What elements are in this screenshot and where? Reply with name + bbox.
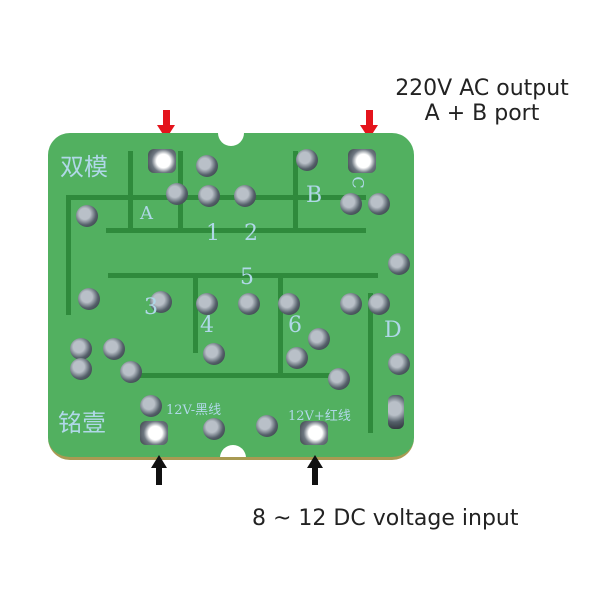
- trace-gap: [66, 195, 71, 315]
- silk-label-a: A: [140, 203, 153, 224]
- silk-pos-wire: 12V+红线: [288, 409, 351, 424]
- solder-pad: [76, 205, 98, 227]
- solder-pad: [196, 155, 218, 177]
- silk-neg-wire: 12V-黑线: [166, 403, 222, 418]
- silk-bottom-left: 铭壹: [58, 409, 106, 437]
- output-pad-b: [348, 149, 376, 173]
- output-arrow-a-stem: [163, 110, 170, 126]
- solder-pad: [388, 395, 404, 429]
- solder-pad: [368, 193, 390, 215]
- solder-pad: [203, 343, 225, 365]
- solder-pad: [120, 361, 142, 383]
- input-arrow-pos-stem: [312, 467, 318, 485]
- solder-pad: [256, 415, 278, 437]
- trace-gap: [128, 151, 133, 231]
- solder-pad: [388, 353, 410, 375]
- solder-pad: [70, 338, 92, 360]
- silk-label-c: C: [348, 176, 368, 189]
- board-notch-top: [218, 133, 244, 146]
- input-pad-negative: [140, 421, 168, 445]
- solder-pad: [368, 293, 390, 315]
- silk-label-1: 1: [206, 221, 220, 246]
- silk-label-2: 2: [244, 221, 258, 246]
- ac-output-line2: A + B port: [424, 101, 540, 126]
- silk-label-b: B: [306, 183, 323, 208]
- solder-pad: [238, 293, 260, 315]
- silk-label-4: 4: [200, 313, 214, 338]
- solder-pad: [203, 418, 225, 440]
- trace-gap: [133, 373, 333, 378]
- solder-pad: [286, 347, 308, 369]
- output-pad-a: [148, 149, 176, 173]
- solder-pad: [150, 291, 172, 313]
- solder-pad: [278, 293, 300, 315]
- output-arrow-b-stem: [366, 110, 373, 126]
- solder-pad: [78, 288, 100, 310]
- solder-pad: [198, 185, 220, 207]
- board-notch-bottom: [220, 445, 246, 457]
- trace-gap: [106, 228, 366, 233]
- trace-gap: [278, 278, 283, 373]
- solder-pad: [308, 328, 330, 350]
- solder-pad: [196, 293, 218, 315]
- solder-pad: [140, 395, 162, 417]
- input-arrow-pos-icon: [307, 455, 323, 468]
- solder-pad: [296, 149, 318, 171]
- solder-pad: [328, 368, 350, 390]
- silk-top-left: 双模: [60, 153, 108, 181]
- dc-input-caption: 8 ~ 12 DC voltage input: [252, 506, 519, 531]
- pcb-board: 双模 铭壹 A B C D 1 2 3 4 5 6 12V-黑线 12V+红线: [48, 133, 414, 460]
- silk-label-d: D: [384, 318, 402, 343]
- solder-pad: [388, 253, 410, 275]
- solder-pad: [340, 193, 362, 215]
- input-arrow-neg-stem: [156, 467, 162, 485]
- silk-label-5: 5: [240, 265, 254, 290]
- ac-output-line1: 220V AC output: [395, 76, 569, 101]
- input-pad-positive: [300, 421, 328, 445]
- solder-pad: [103, 338, 125, 360]
- solder-pad: [166, 183, 188, 205]
- solder-pad: [340, 293, 362, 315]
- solder-pad: [234, 185, 256, 207]
- ac-output-caption: 220V AC output A + B port: [382, 76, 582, 126]
- solder-pad: [70, 358, 92, 380]
- trace-gap: [108, 273, 378, 278]
- trace-gap: [293, 151, 298, 231]
- silk-label-3: 3: [144, 295, 158, 320]
- trace-gap: [193, 278, 198, 353]
- input-arrow-neg-icon: [151, 455, 167, 468]
- silk-label-6: 6: [288, 313, 302, 338]
- trace-gap: [368, 293, 373, 433]
